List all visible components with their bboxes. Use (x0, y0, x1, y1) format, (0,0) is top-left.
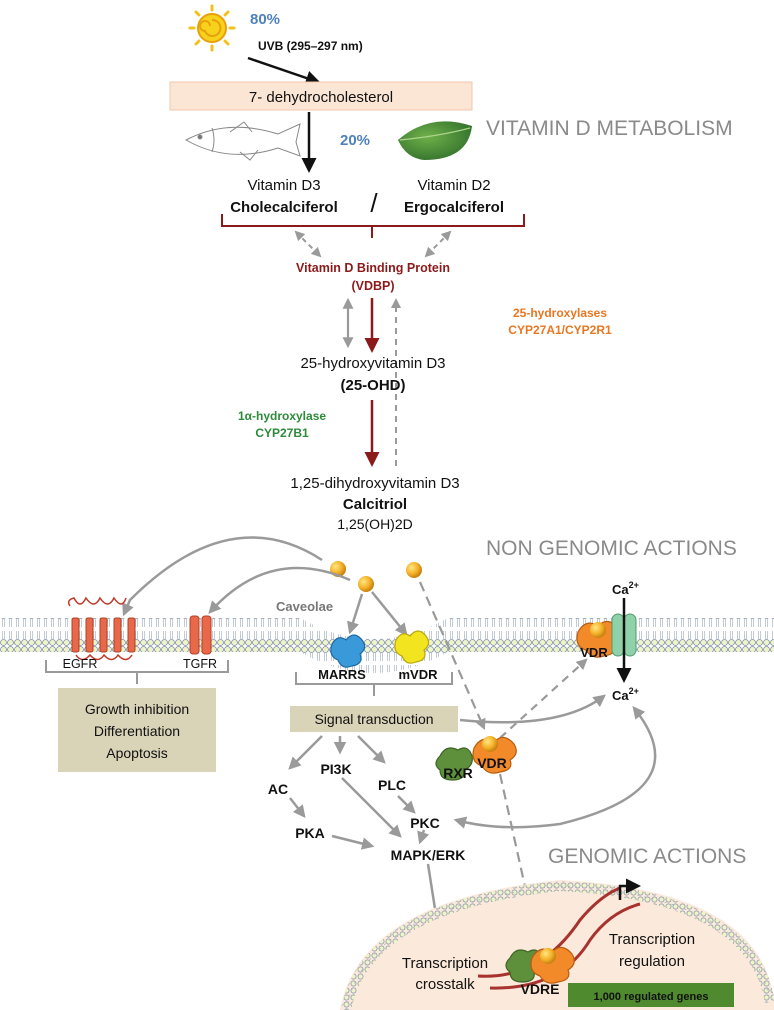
sun-icon (188, 4, 236, 52)
calcium-channel-icon (611, 613, 637, 657)
section-genomic: GENOMIC ACTIONS (548, 845, 746, 868)
precursor-label: 7- dehydrocholesterol (249, 89, 393, 106)
nucleus (340, 880, 774, 1010)
vdre-label: VDRE (521, 981, 560, 997)
crosstalk-line2: crosstalk (415, 976, 475, 993)
tgfr-label: TGFR (183, 657, 217, 671)
rxr-icon (435, 747, 473, 781)
transcription-start-arrow (618, 878, 641, 900)
hydroxylase1a-line1: 1α-hydroxylase (238, 409, 326, 423)
ca-top-label: Ca2+ (612, 580, 639, 597)
d3-name: Vitamin D3 (247, 177, 320, 194)
membrane-vdr-label: VDR (580, 645, 608, 660)
ball-to-cyto-vdr-dashed (418, 581, 486, 731)
calcitriol-molecule-3 (406, 562, 422, 578)
vdbp-line2: (VDBP) (351, 279, 394, 293)
outcome-line3: Apoptosis (106, 745, 167, 761)
calcitriol-line3: 1,25(OH)2D (337, 516, 412, 532)
uvb-arrow (247, 56, 321, 86)
forms-bracket (221, 214, 525, 238)
sun-percent: 80% (250, 11, 280, 28)
section-non-genomic: NON GENOMIC ACTIONS (486, 537, 737, 560)
d2-chem: Ergocalciferol (404, 199, 504, 216)
vdbp-dashed-right (424, 230, 452, 258)
outcome-line2: Differentiation (94, 723, 180, 739)
calcitriol-to-egfr-arrow (122, 536, 323, 617)
dna-strand-2 (489, 902, 641, 990)
calcium-to-pkc-arrow (453, 706, 657, 829)
pka-label: PKA (295, 825, 325, 841)
pka-to-mapk-arrow (331, 834, 375, 850)
ca-bottom-label: Ca2+ (612, 686, 639, 703)
precursor-box (169, 81, 473, 111)
ca-bottom-base: Ca (612, 688, 629, 703)
egfr-label: EGFR (63, 657, 98, 671)
cyto-vdr-to-membrane-vdr-dashed (499, 658, 588, 739)
ca-top-base: Ca (612, 582, 629, 597)
regulation-line2: regulation (619, 953, 685, 970)
ball-to-mvdr-arrow (371, 591, 408, 636)
marrs-receptor-icon (330, 634, 366, 668)
hydroxylase25-line1: 25-hydroxylases (513, 306, 607, 320)
pi3k-label: PI3K (320, 761, 351, 777)
signal-to-plc-arrow (357, 735, 386, 764)
vdre-complex-icon (505, 946, 575, 984)
signal-label: Signal transduction (314, 711, 433, 727)
plc-label: PLC (378, 777, 406, 793)
outcome-line1: Growth inhibition (85, 701, 189, 717)
marrs-label: MARRS (318, 667, 366, 682)
marrs-mvdr-bracket (295, 672, 453, 696)
tgfr-receptor-icon (189, 615, 212, 655)
ohd-line2: (25-OHD) (340, 377, 405, 394)
vdbp-line1: Vitamin D Binding Protein (296, 261, 450, 275)
calcitriol-molecule-2 (358, 576, 374, 592)
crosstalk-line1: Transcription (402, 955, 488, 972)
outcomes-box (58, 688, 216, 772)
ac-label: AC (268, 781, 288, 797)
calcitriol-to-tgfr-arrow (208, 566, 351, 614)
ball-to-marrs-arrow (347, 593, 364, 635)
signal-to-ac-arrow (288, 735, 323, 770)
cyto-vdr-label: VDR (477, 755, 507, 771)
mvdr-label: mVDR (398, 667, 438, 682)
leaf-icon (398, 121, 472, 160)
section-metabolism: VITAMIN D METABOLISM (486, 117, 733, 140)
caveolae-label: Caveolae (276, 599, 333, 614)
ac-to-pka-arrow (289, 797, 306, 818)
ca-bottom-superscript: 2+ (629, 686, 639, 696)
genes-label: 1,000 regulated genes (594, 991, 709, 1003)
fish-icon (184, 121, 301, 161)
regulation-line1: Transcription (609, 931, 695, 948)
uvb-label: UVB (295–297 nm) (258, 39, 363, 53)
hydroxylase25-line2: CYP27A1/CYP2R1 (508, 323, 612, 337)
dna-strand-1 (477, 886, 621, 978)
hydroxylase1a-line2: CYP27B1 (255, 426, 309, 440)
signal-box (290, 706, 458, 732)
rxr-label: RXR (443, 765, 473, 781)
ca-top-superscript: 2+ (629, 580, 639, 590)
d2-name: Vitamin D2 (417, 177, 490, 194)
d3-chem: Cholecalciferol (230, 199, 338, 216)
calcitriol-line1: 1,25-dihydroxyvitamin D3 (290, 475, 459, 492)
pi3k-to-mapk-arrow (341, 777, 402, 838)
diet-percent: 20% (340, 132, 370, 149)
calcitriol-line2: Calcitriol (343, 496, 407, 513)
egfr-receptor-icon (67, 596, 136, 661)
mapk-label: MAPK/ERK (391, 847, 466, 863)
ohd-line1: 25-hydroxyvitamin D3 (300, 355, 445, 372)
plc-to-pkc-arrow (397, 795, 416, 814)
cyto-vdr-icon (472, 736, 517, 774)
mvdr-receptor-icon (394, 630, 430, 664)
forms-separator: / (370, 188, 378, 218)
receptors-bracket (45, 660, 229, 684)
pkc-to-mapk-arrow (417, 829, 430, 845)
genes-box (568, 983, 734, 1007)
membrane-vdr-icon (576, 620, 621, 658)
pkc-label: PKC (410, 815, 440, 831)
vdbp-dashed-left (294, 230, 322, 258)
